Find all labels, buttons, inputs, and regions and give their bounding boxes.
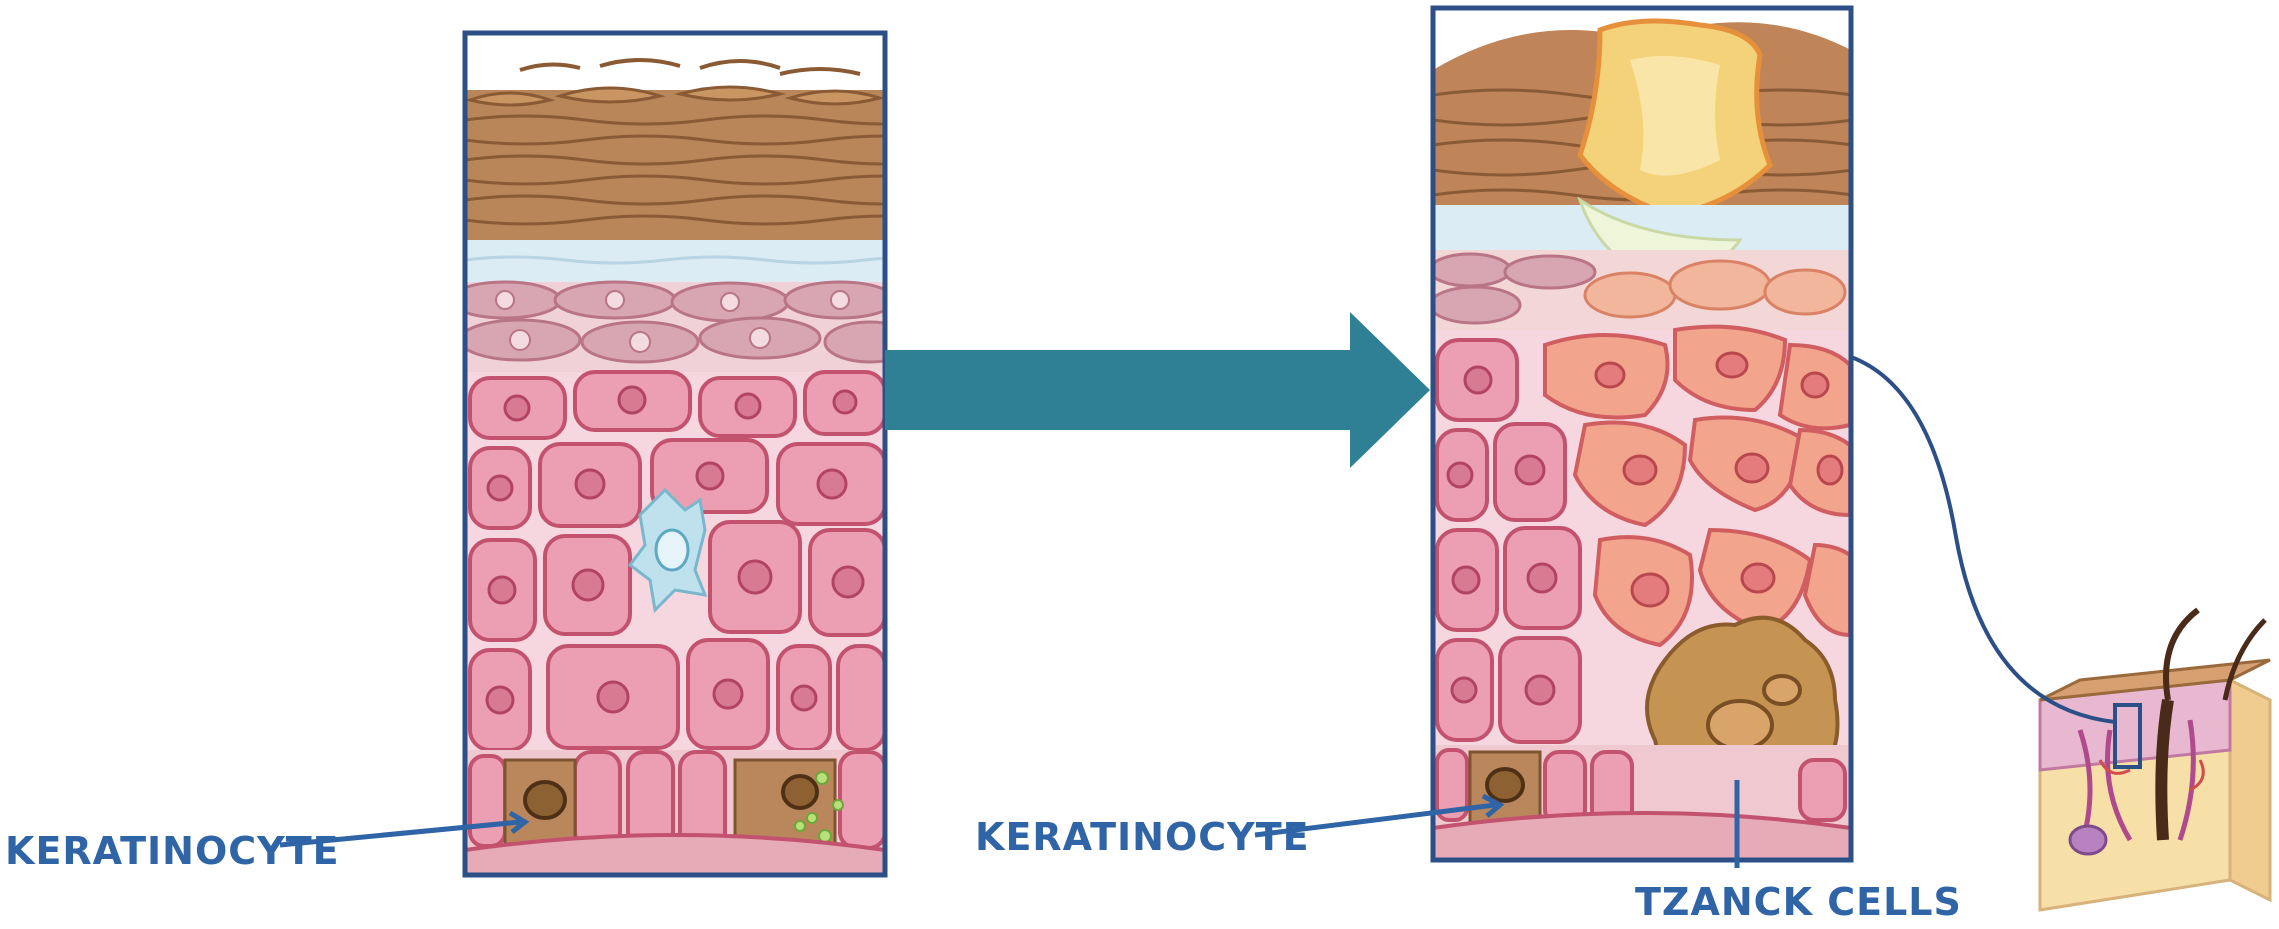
right-keratinocyte-label: KERATINOCYTE [975, 815, 1310, 859]
normal-epidermis-panel [450, 33, 965, 875]
right-arrow-icon [885, 312, 1430, 468]
stratum-granulosum-layer [450, 282, 915, 372]
basal-layer [465, 750, 885, 875]
stratum-granulosum-layer-right [1430, 250, 1851, 330]
infected-epidermis-panel [1430, 8, 1853, 860]
tzanck-label: TZANCK CELLS [1635, 880, 1962, 924]
zoom-connector-line [1851, 357, 2115, 722]
left-keratinocyte-label: KERATINOCYTE [5, 829, 340, 873]
crust-vesicle [1580, 21, 1770, 215]
skin-cross-section-icon [2040, 610, 2270, 910]
stratum-lucidum-layer [465, 240, 885, 282]
